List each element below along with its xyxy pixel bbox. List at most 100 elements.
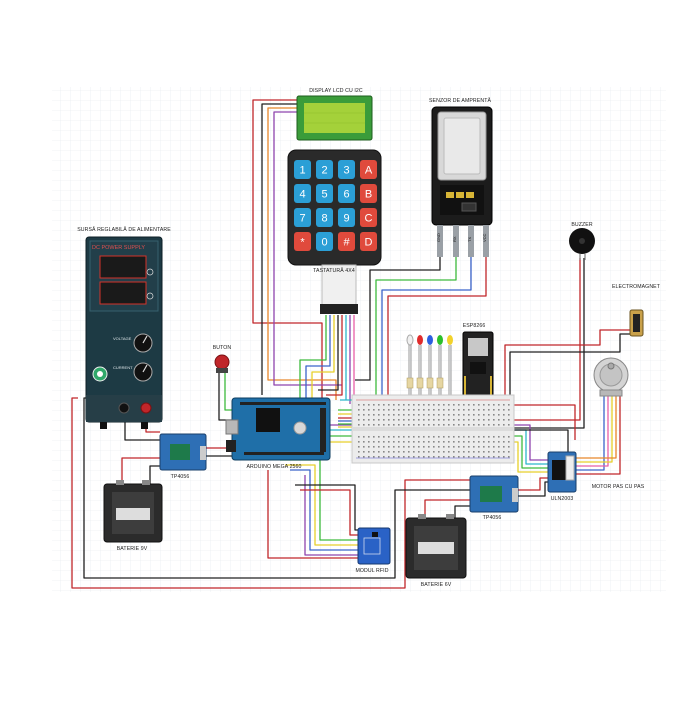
breadboard-hole [433, 409, 435, 411]
breadboard-hole [443, 451, 445, 453]
breadboard-hole [383, 404, 385, 406]
keypad-key [316, 232, 333, 251]
breadboard-hole [363, 419, 365, 421]
breadboard-hole [498, 441, 500, 443]
breadboard-hole [508, 404, 510, 406]
fp-pin-gnd: GND [436, 233, 441, 242]
breadboard-hole [443, 456, 445, 458]
breadboard-hole [443, 419, 445, 421]
breadboard-hole [463, 451, 465, 453]
breadboard-hole [478, 451, 480, 453]
breadboard-hole [418, 456, 420, 458]
keypad-key [338, 160, 355, 179]
breadboard-hole [423, 441, 425, 443]
breadboard-hole [398, 404, 400, 406]
breadboard-hole [448, 414, 450, 416]
breadboard-hole [503, 446, 505, 448]
breadboard-hole [363, 446, 365, 448]
breadboard-hole [488, 409, 490, 411]
breadboard-hole [428, 409, 430, 411]
led-white [406, 334, 414, 400]
label-fingerprint: SENZOR DE AMPRENTĂ [428, 98, 492, 104]
breadboard-hole [373, 456, 375, 458]
breadboard-hole [408, 446, 410, 448]
wire-outer-red [71, 397, 470, 589]
breadboard-hole [413, 451, 415, 453]
breadboard-hole [403, 451, 405, 453]
breadboard-hole [488, 419, 490, 421]
breadboard-hole [393, 456, 395, 458]
wire-rfid-gnd [295, 484, 358, 531]
breadboard-hole [483, 441, 485, 443]
label-lcd: DISPLAY LCD CU I2C [309, 88, 363, 94]
wire-motor-2 [575, 395, 609, 467]
breadboard-hole [508, 436, 510, 438]
label-tp-left: TP4056 [170, 474, 190, 480]
breadboard-hole [448, 446, 450, 448]
label-buzzer: BUZZER [571, 222, 593, 228]
breadboard-hole [408, 414, 410, 416]
breadboard-hole [373, 436, 375, 438]
breadboard-hole [488, 436, 490, 438]
wire-motor-1 [575, 395, 605, 471]
breadboard-hole [498, 404, 500, 406]
wire-bat6-pos [424, 499, 470, 520]
breadboard-hole [373, 414, 375, 416]
breadboard-hole [363, 424, 365, 426]
breadboard-hole [428, 446, 430, 448]
breadboard-hole [483, 424, 485, 426]
breadboard-hole [438, 404, 440, 406]
label-bat6: BATERIE 6V [420, 582, 452, 588]
breadboard-hole [503, 451, 505, 453]
breadboard-hole [508, 424, 510, 426]
keypad-key [360, 232, 377, 251]
label-rfid: MODUL RFID [355, 568, 389, 574]
breadboard-hole [463, 446, 465, 448]
breadboard-hole [483, 456, 485, 458]
breadboard-hole [473, 419, 475, 421]
lcd-display [296, 95, 373, 141]
breadboard-hole [473, 441, 475, 443]
breadboard-hole [488, 424, 490, 426]
breadboard-hole [463, 404, 465, 406]
breadboard-hole [378, 456, 380, 458]
breadboard-hole [388, 424, 390, 426]
breadboard-hole [448, 419, 450, 421]
breadboard-hole [498, 409, 500, 411]
breadboard-hole [403, 456, 405, 458]
breadboard-hole [398, 419, 400, 421]
breadboard-hole [423, 409, 425, 411]
breadboard-hole [468, 446, 470, 448]
breadboard-hole [388, 404, 390, 406]
breadboard-hole [473, 409, 475, 411]
keypad-key-label: A [365, 165, 373, 177]
breadboard-hole [473, 414, 475, 416]
breadboard-hole [498, 446, 500, 448]
breadboard-hole [403, 436, 405, 438]
breadboard-hole [403, 404, 405, 406]
label-motor: MOTOR PAS CU PAS [591, 484, 645, 490]
breadboard-hole [423, 424, 425, 426]
wire-keypad-1 [299, 315, 327, 410]
wire-fp-gnd [355, 255, 441, 381]
breadboard-hole [508, 409, 510, 411]
breadboard-hole [453, 414, 455, 416]
breadboard-hole [368, 441, 370, 443]
rfid-module [357, 527, 391, 565]
led-blue [427, 335, 433, 400]
breadboard-hole [368, 446, 370, 448]
breadboard-hole [453, 419, 455, 421]
breadboard-hole [428, 441, 430, 443]
breadboard-hole [433, 414, 435, 416]
keypad-key [316, 208, 333, 227]
breadboard-hole [363, 441, 365, 443]
label-button: BUTON [212, 345, 232, 351]
keypad-key [360, 160, 377, 179]
wire-rfid-2 [285, 464, 358, 546]
breadboard-hole [423, 456, 425, 458]
label-tp-right: TP4056 [482, 515, 502, 521]
wire-keypad-4 [318, 315, 339, 391]
